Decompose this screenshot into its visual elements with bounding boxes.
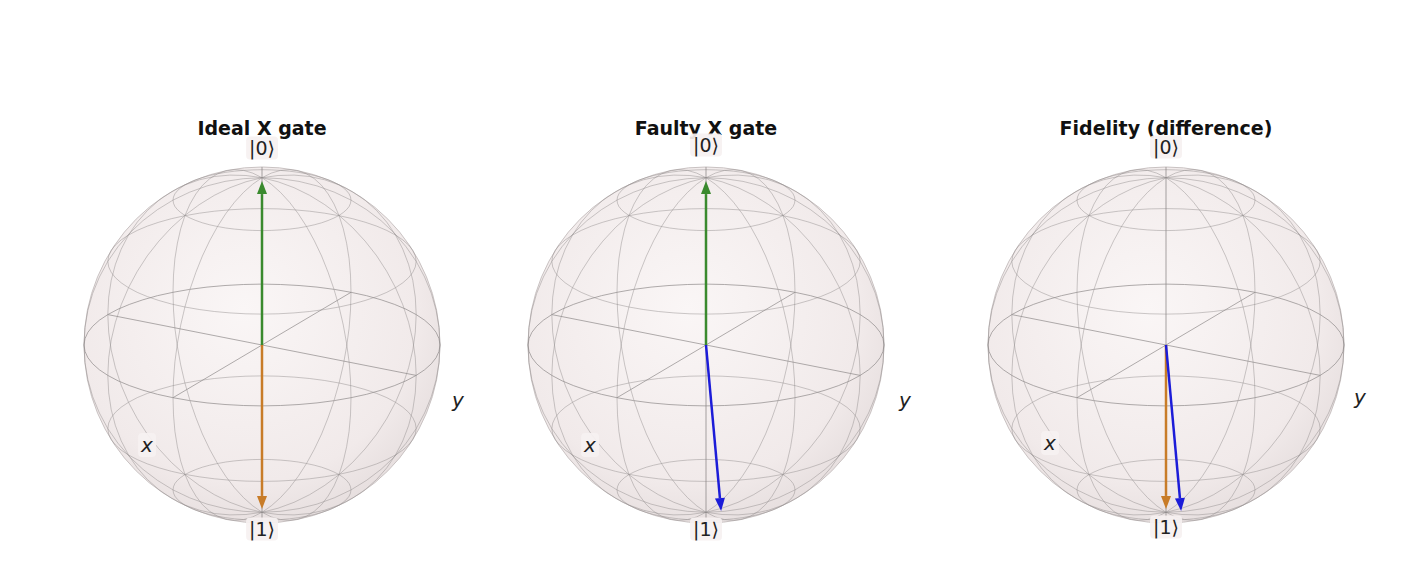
- axis-label: y: [449, 388, 467, 412]
- state-label: |1⟩: [690, 518, 722, 541]
- sphere-grid: [84, 167, 440, 523]
- meridian-line: [552, 175, 860, 515]
- sphere-grid: [988, 167, 1344, 523]
- state-vector: [706, 345, 720, 498]
- bloch-sphere: [84, 167, 440, 523]
- state-vector: [261, 194, 264, 345]
- meridian-line: [552, 175, 860, 515]
- arrow-head: [701, 181, 711, 194]
- axis-label: x: [581, 433, 599, 457]
- sphere-grid: [528, 167, 884, 523]
- axis-label: y: [1351, 385, 1369, 409]
- meridian-line: [1012, 175, 1320, 515]
- meridian-line: [108, 175, 416, 515]
- meridian-line: [173, 170, 351, 521]
- state-label: |0⟩: [1150, 136, 1182, 159]
- arrow-head: [1175, 498, 1185, 511]
- sphere-body: [84, 167, 440, 523]
- arrow-head: [257, 496, 267, 509]
- axis-label: x: [1041, 431, 1059, 455]
- arrow-head: [257, 181, 267, 194]
- meridian-line: [1077, 170, 1255, 521]
- meridian-line: [988, 178, 1344, 513]
- state-label: |1⟩: [246, 518, 278, 541]
- meridian-line: [84, 178, 440, 513]
- meridian-line: [173, 170, 351, 521]
- state-vector: [705, 194, 708, 345]
- bloch-sphere: [988, 167, 1344, 523]
- state-vector: [1166, 345, 1180, 498]
- axis-label: x: [138, 433, 156, 457]
- meridian-line: [1012, 175, 1320, 515]
- state-label: |0⟩: [246, 137, 278, 160]
- state-label: |0⟩: [690, 134, 722, 157]
- axis-label: y: [896, 388, 914, 412]
- state-vector: [261, 345, 264, 496]
- meridian-line: [108, 175, 416, 515]
- state-label: |1⟩: [1150, 516, 1182, 539]
- meridian-line: [262, 167, 263, 523]
- arrow-head: [1161, 496, 1171, 509]
- arrow-head: [715, 498, 725, 511]
- sphere-body: [528, 167, 884, 523]
- meridian-line: [528, 178, 884, 513]
- bloch-sphere: [528, 167, 884, 523]
- sphere-body: [988, 167, 1344, 523]
- meridian-line: [617, 170, 795, 521]
